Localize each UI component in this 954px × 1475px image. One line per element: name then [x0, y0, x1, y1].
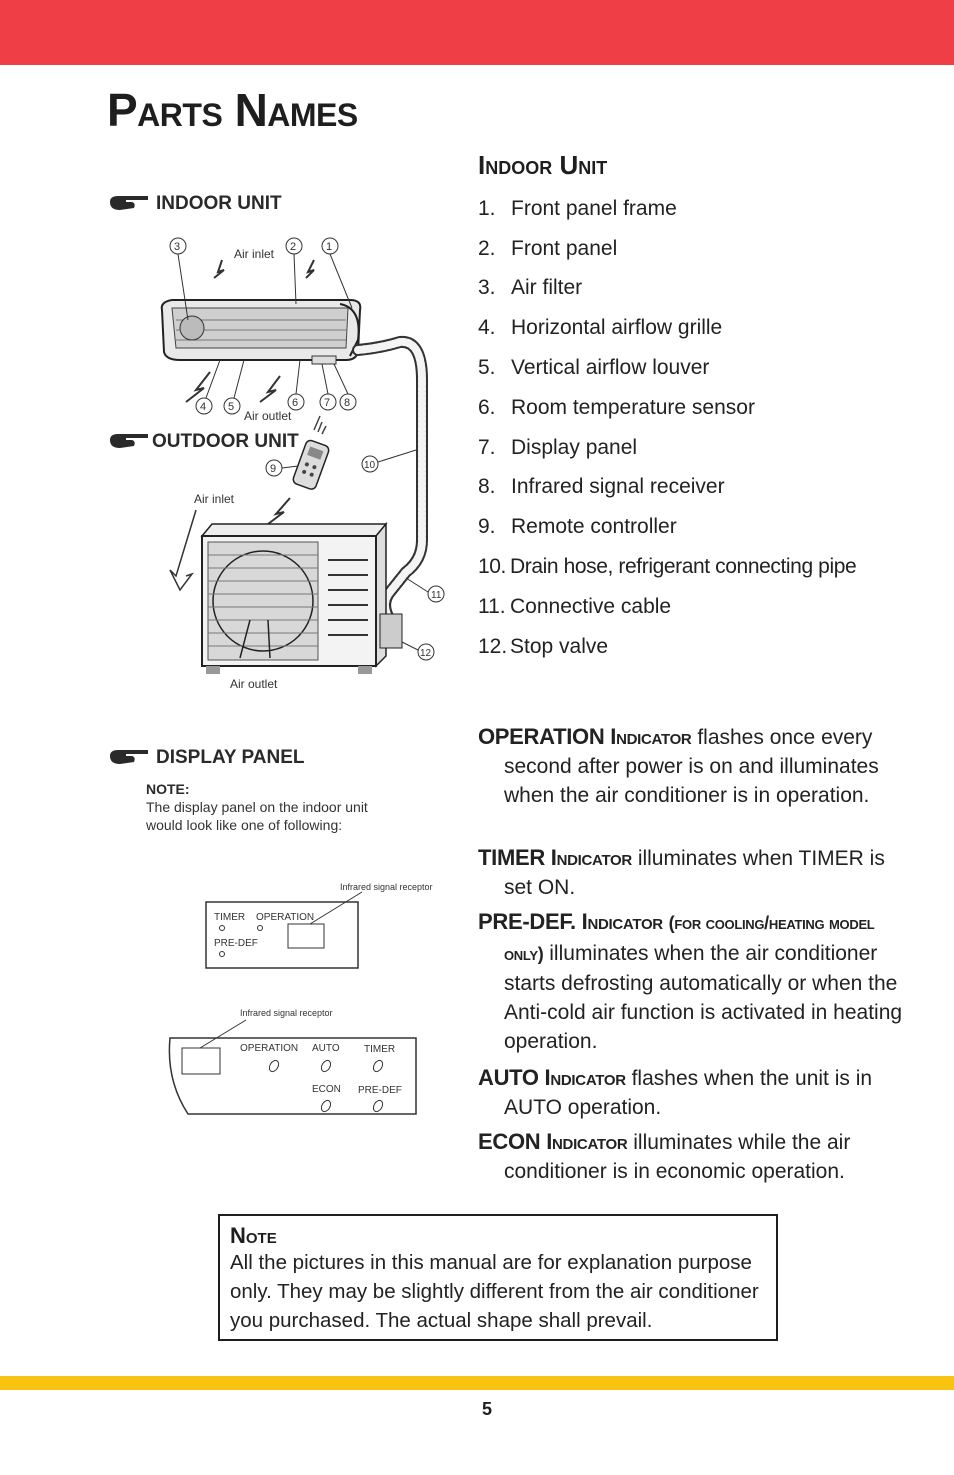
pointing-hand-icon — [110, 196, 148, 210]
svg-text:10: 10 — [364, 460, 376, 471]
outlet-arrow-icon — [259, 375, 281, 403]
callout-11: 11 — [405, 577, 445, 603]
note-line-2: would look like one of following: — [145, 817, 342, 833]
svg-text:Infrared signal receptor: Infrared signal receptor — [240, 1008, 333, 1018]
pointing-hand-icon — [110, 750, 148, 764]
list-item: 4.Horizontal airflow grille — [478, 316, 723, 340]
outdoor-unit-label: OUTDOOR UNIT — [152, 431, 299, 452]
air-inlet-bottom-label: Air inlet — [194, 492, 235, 506]
inlet-arrow-icon — [169, 509, 197, 592]
svg-text:4: 4 — [200, 401, 206, 413]
page-title: Parts Names — [107, 84, 358, 136]
list-item: 2.Front panel — [478, 236, 618, 260]
bottom-yellow-bar — [0, 1376, 954, 1390]
list-item: 9.Remote controller — [478, 515, 677, 539]
callout-3: 3 — [169, 237, 189, 321]
list-item: 1.Front panel frame — [478, 196, 677, 220]
svg-text:OPERATION: OPERATION — [240, 1043, 298, 1054]
predef-indicator-name: PRE-DEF. Indicator (for cooling/heating … — [478, 909, 875, 964]
svg-text:6: 6 — [292, 397, 298, 409]
callout-9: 9 — [265, 459, 299, 477]
svg-text:Infrared signal receptor: Infrared signal receptor — [340, 882, 433, 892]
parts-list: 1.Front panel frame 2.Front panel 3.Air … — [478, 189, 948, 667]
svg-text:1: 1 — [326, 241, 332, 253]
indoor-unit-label: INDOOR UNIT — [156, 193, 282, 214]
outdoor-unit-drawing — [200, 521, 403, 674]
note-body: All the pictures in this manual are for … — [230, 1251, 759, 1332]
callout-12: 12 — [401, 641, 435, 661]
svg-text:PRE-DEF: PRE-DEF — [214, 938, 258, 949]
predef-indicator-desc: PRE-DEF. Indicator (for cooling/heating … — [478, 909, 903, 1053]
page-number: 5 — [481, 1399, 492, 1419]
note-title: Note — [230, 1223, 277, 1248]
outlet-arrow-icon — [185, 371, 211, 403]
callout-5: 5 — [223, 359, 245, 415]
list-item: 7.Display panel — [478, 435, 638, 459]
svg-text:7: 7 — [324, 397, 330, 409]
outlet-arrow-icon — [239, 619, 271, 659]
svg-text:9: 9 — [270, 463, 276, 475]
svg-text:5: 5 — [228, 401, 234, 413]
econ-indicator-name: ECON Indicator — [478, 1129, 628, 1154]
pointing-hand-icon — [110, 434, 148, 448]
svg-text:TIMER: TIMER — [364, 1044, 395, 1055]
remote-controller-drawing — [292, 439, 330, 490]
list-item: 5.Vertical airflow louver — [478, 356, 710, 380]
timer-indicator-desc: TIMER Indicator illuminates when TIMER i… — [478, 845, 885, 899]
air-inlet-top-label: Air inlet — [234, 247, 275, 261]
inlet-arrow-icon — [305, 259, 315, 279]
svg-text:ECON: ECON — [312, 1084, 341, 1095]
svg-text:8: 8 — [344, 397, 350, 409]
indoor-unit-drawing — [160, 299, 362, 365]
econ-indicator-desc: ECON Indicator illuminates while the air… — [478, 1129, 851, 1183]
display-panel-2-drawing: Infrared signal receptor OPERATION AUTO … — [168, 1008, 417, 1115]
note-heading-label: NOTE: — [146, 781, 190, 797]
callout-10: 10 — [361, 449, 417, 473]
svg-text:TIMER: TIMER — [214, 912, 245, 923]
list-item: 10.Drain hose, refrigerant connecting pi… — [478, 555, 857, 579]
display-panel-label: DISPLAY PANEL — [156, 747, 305, 768]
callout-8: 8 — [333, 363, 357, 411]
display-panel-1-drawing: Infrared signal receptor TIMER OPERATION… — [205, 882, 433, 969]
list-item: 3.Air filter — [478, 276, 583, 300]
top-red-bar — [0, 0, 954, 65]
inlet-arrow-icon — [213, 259, 225, 279]
svg-text:2: 2 — [290, 241, 296, 253]
inlet-arrow-icon — [267, 497, 291, 525]
timer-indicator-name: TIMER Indicator — [478, 845, 632, 870]
svg-text:AUTO: AUTO — [312, 1043, 340, 1054]
callout-4: 4 — [195, 359, 221, 415]
signal-icon — [313, 415, 327, 435]
callout-2: 2 — [285, 237, 303, 305]
list-item: 6.Room temperature sensor — [478, 395, 755, 419]
callout-1: 1 — [321, 237, 353, 309]
indoor-unit-heading: Indoor Unit — [478, 150, 608, 180]
callout-7: 7 — [319, 363, 337, 411]
list-item: 11.Connective cable — [478, 594, 672, 618]
auto-indicator-name: AUTO Indicator — [478, 1065, 626, 1090]
list-item: 8.Infrared signal receiver — [478, 475, 725, 499]
air-outlet-bottom-label: Air outlet — [230, 677, 278, 691]
operation-indicator-desc: OPERATION Indicator flashes once every s… — [478, 724, 879, 807]
note-box: Note All the pictures in this manual are… — [218, 1214, 778, 1341]
air-outlet-top-label: Air outlet — [244, 409, 292, 423]
callout-6: 6 — [287, 359, 305, 411]
svg-text:12: 12 — [420, 648, 432, 659]
svg-text:PRE-DEF: PRE-DEF — [358, 1085, 402, 1096]
auto-indicator-desc: AUTO Indicator flashes when the unit is … — [478, 1065, 873, 1119]
svg-text:OPERATION: OPERATION — [256, 912, 314, 923]
svg-text:11: 11 — [431, 590, 442, 601]
parts-illustration: INDOOR UNIT Air inlet Air outlet 3 2 1 4… — [110, 193, 445, 1115]
svg-text:3: 3 — [174, 241, 180, 253]
list-item: 12.Stop valve — [478, 634, 609, 658]
note-line-1: The display panel on the indoor unit — [146, 799, 368, 815]
operation-indicator-name: OPERATION Indicator — [478, 724, 692, 749]
